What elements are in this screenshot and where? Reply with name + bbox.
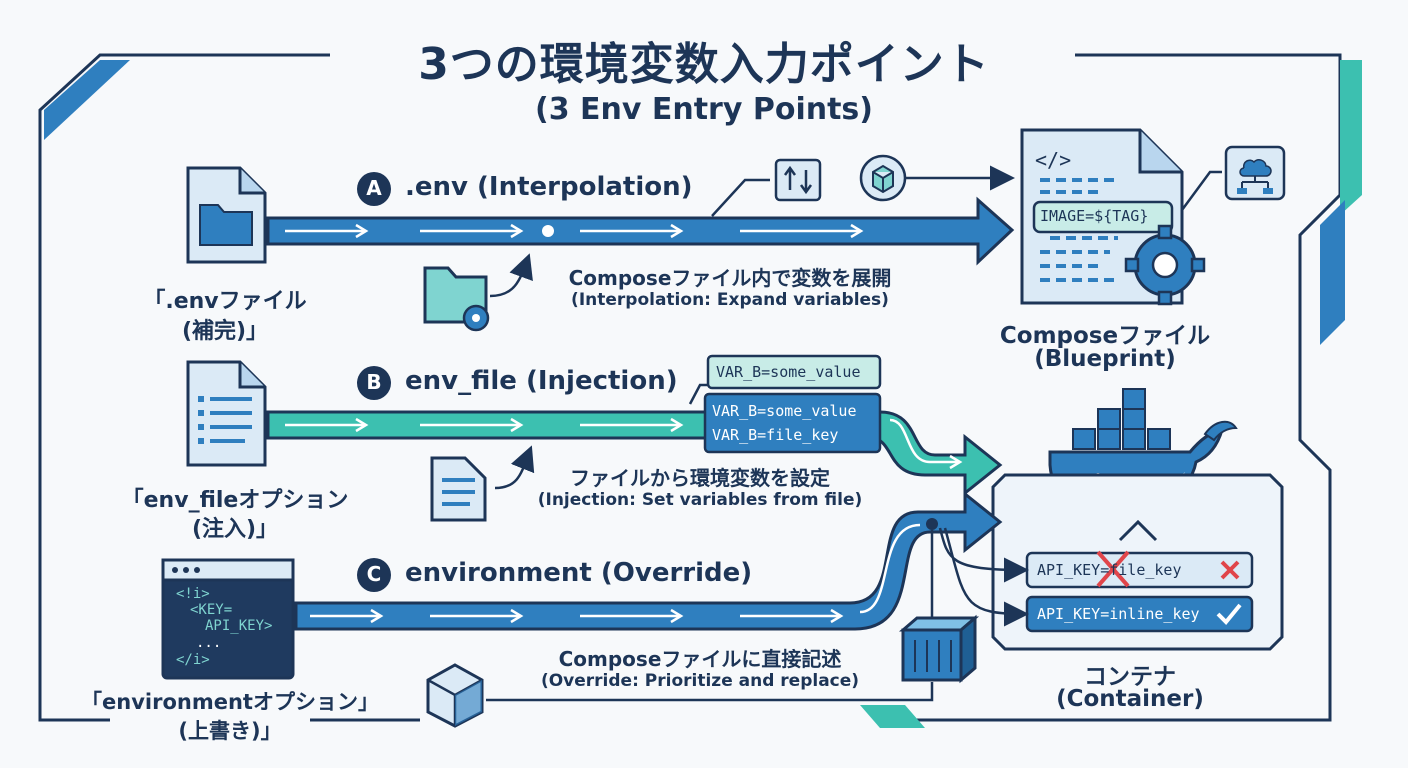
route-c-desc-en: (Override: Prioritize and replace): [540, 671, 860, 691]
route-c-source-sub: (上書き)」: [178, 719, 282, 743]
frame-accent-right: [1320, 200, 1345, 345]
container-notch: [1118, 519, 1158, 542]
route-c-label: environment (Override): [405, 558, 753, 588]
badge-b-letter: B: [366, 370, 382, 394]
terminal-line-4: ...: [196, 635, 222, 651]
cloud-network-icon: [1224, 145, 1286, 201]
route-a-source-sub: (補完)」: [181, 319, 269, 344]
connector-compose-network: [1180, 170, 1222, 211]
route-b-desc: ファイルから環境変数を設定: [570, 466, 830, 490]
env-file-option-icon: [186, 360, 267, 467]
reject-x-icon: [1220, 560, 1240, 580]
env-value-line1: VAR_B=some_value: [712, 402, 857, 420]
connector-b-to-values: [688, 383, 708, 405]
route-a-desc: Composeファイル内で変数を展開: [568, 266, 892, 290]
badge-a: [357, 172, 391, 206]
route-b-desc-en: (Injection: Set variables from file): [537, 490, 863, 510]
connector-b-desc: [494, 445, 535, 490]
page-title: 3つの環境変数入力ポイント: [418, 39, 990, 90]
arrow-route-c: [294, 490, 1003, 631]
sort-icon: [774, 158, 822, 202]
route-b-label: env_file (Injection): [405, 366, 678, 396]
frame-accent-bottom: [860, 705, 925, 728]
terminal-icon: [161, 558, 295, 680]
route-c-desc: Composeファイルに直接記述: [558, 647, 842, 671]
page-subtitle: (3 Env Entry Points): [534, 92, 873, 127]
badge-a-letter: A: [366, 176, 382, 200]
connector-a-to-sort: [711, 178, 770, 217]
frame-accent-top-left: [44, 60, 130, 140]
container-cube-icon: [898, 614, 980, 684]
route-b-source-label: 「env_fileオプション: [121, 488, 349, 513]
terminal-line-2: <KEY=: [190, 602, 233, 618]
compose-file-icon: [1020, 128, 1206, 306]
env-value-box-double: [703, 392, 882, 454]
compose-label: Composeファイル: [999, 323, 1211, 349]
container-sub: (Container): [1056, 686, 1204, 712]
container-label: コンテナ: [1084, 664, 1176, 690]
strike-x-icon: [1096, 550, 1130, 588]
env-file-icon: [186, 166, 267, 264]
package-icon: [859, 154, 907, 202]
route-a-label: .env (Interpolation): [405, 172, 693, 202]
badge-c-letter: C: [366, 562, 382, 586]
folder-gear-icon: [423, 266, 490, 332]
box-icon: [426, 663, 484, 728]
terminal-line-5: </i>: [176, 652, 210, 668]
connector-cube-bottom: [486, 682, 934, 702]
badge-c: [357, 558, 391, 592]
badge-b: [357, 366, 391, 400]
compose-code-tag: </>: [1035, 148, 1072, 172]
env-value-single: VAR_B=some_value: [716, 363, 861, 381]
connector-a-desc: [489, 253, 533, 298]
terminal-line-3: API_KEY>: [205, 618, 273, 634]
compose-sub: (Blueprint): [1034, 346, 1176, 372]
container-rejected-value: API_KEY=file_key: [1037, 561, 1182, 579]
check-icon: [1216, 603, 1242, 625]
container-accepted-value: API_KEY=inline_key: [1037, 605, 1200, 623]
connector-c-override: [926, 518, 1029, 630]
route-a-desc-en: (Interpolation: Expand variables): [571, 290, 889, 310]
route-c-source-label: 「environmentオプション」: [81, 690, 379, 714]
env-value-line2: VAR_B=file_key: [712, 426, 839, 444]
env-value-box-single: [706, 354, 882, 390]
terminal-line-1: <!i>: [176, 586, 210, 602]
document-icon: [430, 456, 487, 522]
route-b-source-sub: (注入)」: [191, 517, 279, 542]
arrow-route-a: [266, 196, 1015, 266]
compose-highlight-line: IMAGE=${TAG}: [1040, 207, 1149, 225]
frame-accent-top-right: [1340, 60, 1362, 215]
route-a-source-label: 「.envファイル: [143, 289, 307, 314]
